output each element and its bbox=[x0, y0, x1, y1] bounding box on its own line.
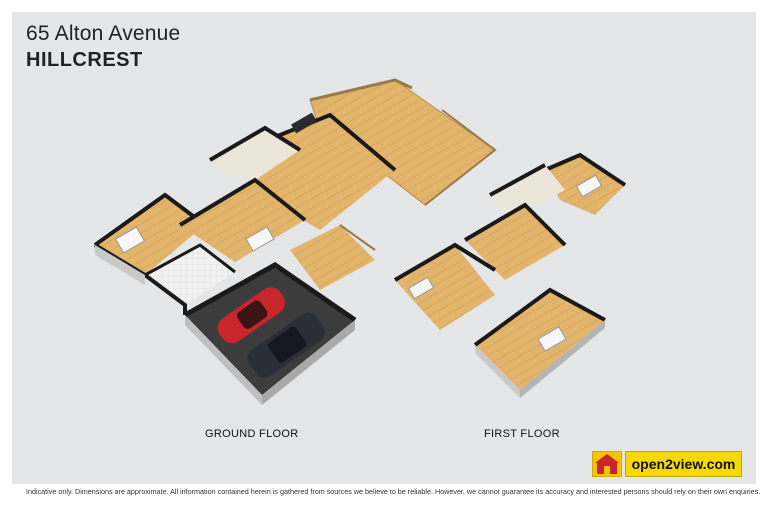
kitchen bbox=[210, 128, 300, 180]
disclaimer-text: Indicative only. Dimensions are approxim… bbox=[26, 487, 761, 496]
garage bbox=[185, 265, 355, 395]
property-address: 65 Alton Avenue bbox=[26, 22, 181, 45]
deck-railing bbox=[309, 78, 413, 102]
first-floor-label: FIRST FLOOR bbox=[484, 428, 560, 440]
red-car bbox=[217, 287, 286, 344]
bedroom-upper-middle bbox=[465, 205, 565, 280]
house-icon bbox=[592, 451, 622, 477]
bedroom-middle bbox=[180, 180, 305, 262]
bedroom-left bbox=[95, 195, 205, 275]
hallway bbox=[490, 165, 565, 220]
property-suburb: HILLCREST bbox=[26, 49, 143, 71]
dark-car bbox=[247, 312, 326, 378]
open2view-logo[interactable]: open2view.com bbox=[592, 451, 742, 477]
ground-floor-plan bbox=[93, 78, 497, 405]
ground-floor-label: GROUND FLOOR bbox=[205, 428, 299, 440]
logo-text: open2view.com bbox=[625, 451, 742, 477]
small-deck bbox=[290, 225, 375, 290]
first-floor-plan bbox=[393, 152, 627, 398]
